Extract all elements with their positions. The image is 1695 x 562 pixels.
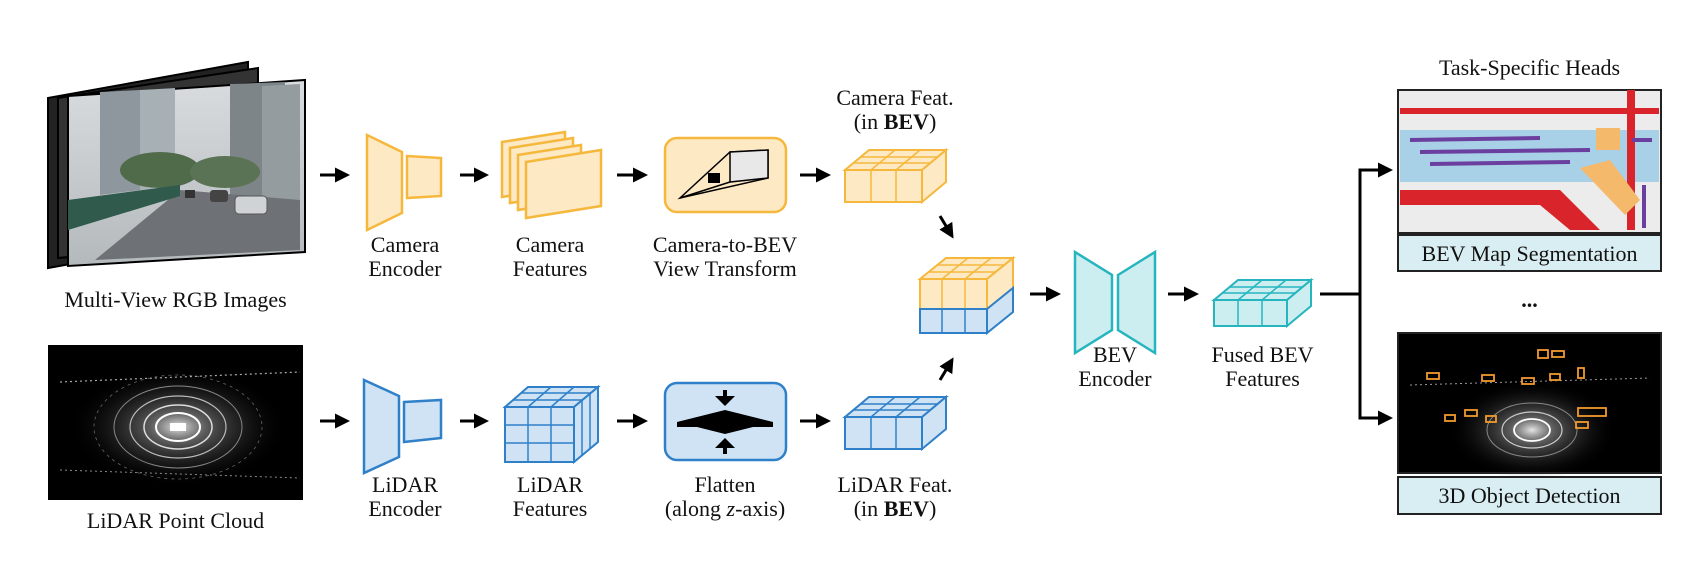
lidar-point-cloud-image <box>48 345 303 500</box>
map-segmentation-image <box>1397 89 1662 272</box>
lidar-bev-feature <box>842 394 949 452</box>
detection-label: 3D Object Detection <box>1438 483 1621 508</box>
lidar-encoder-shape <box>362 378 443 475</box>
camera-encoder-shape <box>365 133 443 232</box>
bev-encoder-label: BEV Encoder <box>1078 342 1152 391</box>
rgb-images-label: Multi-View RGB Images <box>64 287 287 312</box>
camera-bev-feature <box>842 147 949 205</box>
lidar-bev-feat-label: LiDAR Feat. (in BEV) <box>837 472 953 521</box>
bev-encoder-shape <box>1073 249 1157 356</box>
lidar-features-voxel <box>502 384 601 465</box>
camera-features-label: Camera Features <box>512 232 588 281</box>
camera-encoder-label: Camera Encoder <box>368 232 442 281</box>
fused-bev-label: Fused BEV Features <box>1211 342 1314 391</box>
rgb-images-stack <box>47 60 306 270</box>
heads-ellipsis: ... <box>1521 287 1538 312</box>
fused-stack <box>917 255 1016 336</box>
lidar-encoder-label: LiDAR Encoder <box>368 472 442 521</box>
arrow-to-detection-head <box>1358 294 1393 426</box>
arrow-camera-bev-to-fused <box>938 215 954 239</box>
lidar-features-label: LiDAR Features <box>512 472 588 521</box>
arrow-lidar-bev-to-fused <box>938 357 954 381</box>
view-transform-label: Camera-to-BEV View Transform <box>652 232 798 281</box>
flatten-shape <box>663 381 788 462</box>
lidar-cloud-label: LiDAR Point Cloud <box>86 508 265 533</box>
heads-title: Task-Specific Heads <box>1438 55 1621 80</box>
camera-features-shape <box>500 130 603 220</box>
flatten-label: Flatten (along z-axis) <box>664 472 786 521</box>
map-seg-label: BEV Map Segmentation <box>1421 241 1638 266</box>
arrow-to-map-head <box>1320 162 1393 296</box>
detection-image <box>1397 332 1662 515</box>
view-transform-shape <box>663 136 788 214</box>
camera-bev-feat-label: Camera Feat. (in BEV) <box>836 85 954 134</box>
fused-bev-feature <box>1211 277 1314 329</box>
